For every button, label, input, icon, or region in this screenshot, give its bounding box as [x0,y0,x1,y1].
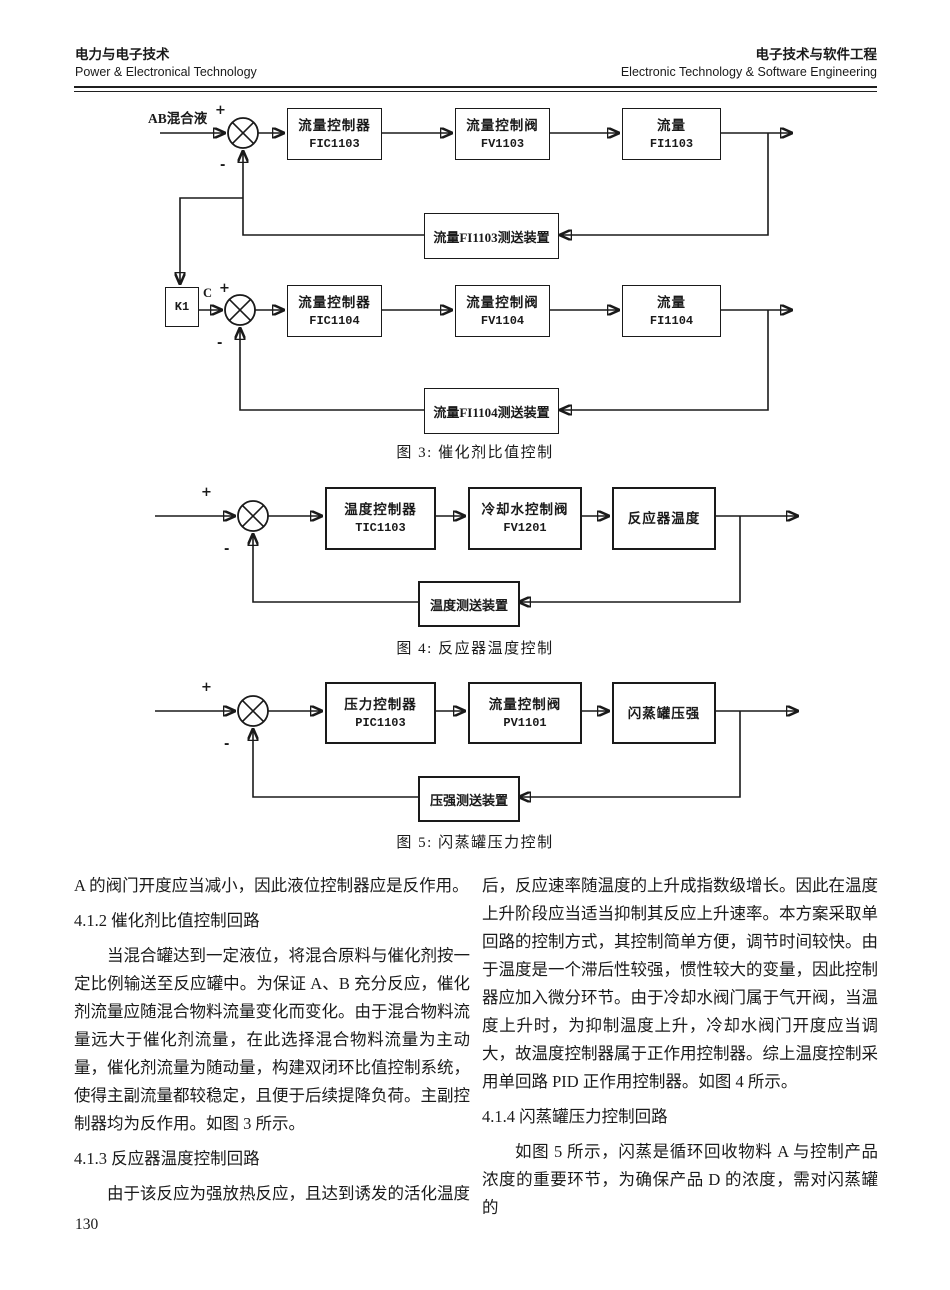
block-label: 温度控制器 [344,502,417,517]
fig3-feedback-device-block-1: 流量FI1103测送装置 [424,213,559,259]
fig3-signal-c-label: C [203,286,213,300]
header-double-rule [74,86,877,92]
fig3-flow-process-block-2: 流量 FI1104 [622,285,721,337]
feedback-label: 流量FI1104测送装置 [433,404,550,420]
fig3-row1-minus-sign: - [220,158,226,173]
page-number: 130 [75,1216,99,1233]
block-label: 流量 [657,117,686,133]
figure5-caption: 图 5: 闪蒸罐压力控制 [396,835,554,851]
block-tag: TIC1103 [355,521,406,535]
block-tag: FV1104 [480,313,525,328]
header-right: 电子技术与软件工程 Electronic Technology & Softwa… [621,46,877,81]
block-label: 流量控制器 [298,117,371,133]
block-tag: FV1103 [480,136,525,151]
fig4-minus-sign: - [224,542,230,557]
block-label: 闪蒸罐压强 [627,705,701,721]
block-label: 流量 [657,294,686,310]
fig3-flow-controller-block: 流量控制器 FIC1103 [287,108,382,160]
block-label: 流量控制阀 [488,696,562,712]
paragraph-4-1-2: 当混合罐达到一定液位，将混合原料与催化剂按一定比例输送至反应罐中。为保证 A、B… [74,946,470,1133]
fig4-summing-junction [237,500,269,532]
fig3-row2-plus-sign: + [219,281,230,296]
fig4-temperature-feedback-block: 温度测送装置 [418,581,520,627]
block-tag: FIC1103 [309,136,360,151]
fig3-input-label: AB混合液 [148,111,208,126]
fig3-summing-junction-2 [224,294,256,326]
journal-title-cn-left: 电力与电子技术 [75,47,170,62]
fig5-flash-tank-pressure-block: 闪蒸罐压强 [612,682,716,744]
journal-title-en-left: Power & Electronical Technology [75,65,257,79]
figure5-pressure-control-diagram [155,695,880,833]
fig5-summing-junction [237,695,269,727]
fig4-lines [155,516,798,602]
block-label: 流量控制阀 [466,117,539,133]
fig5-plus-sign: + [201,680,212,695]
fig3-flow-valve-block-2: 流量控制阀 FV1104 [455,285,550,337]
fig3-row1-plus-sign: + [215,103,226,118]
fig3-row1-lines [160,133,792,284]
block-tag: PV1101 [503,715,547,730]
section-heading-4-1-2: 4.1.2 催化剂比值控制回路 [74,911,260,930]
fig3-row2-lines [197,310,792,410]
body-left-column: A 的阀门开度应当减小，因此液位控制器应是反作用。 4.1.2 催化剂比值控制回… [74,872,470,1208]
figure3-caption: 图 3: 催化剂比值控制 [396,445,554,461]
block-tag: K1 [174,299,190,314]
feedback-label: 温度测送装置 [429,597,508,613]
section-heading-4-1-4: 4.1.4 闪蒸罐压力控制回路 [482,1107,668,1126]
paragraph-4-1-3: 由于该反应为强放热反应，且达到诱发的活化温度 [107,1184,470,1203]
block-tag: PIC1103 [355,715,406,730]
body-right-column: 后，反应速率随温度的上升成指数级增长。因此在温度上升阶段应当适当抑制其反应上升速… [482,872,878,1222]
fig3-feedback-device-block-2: 流量FI1104测送装置 [424,388,559,434]
block-label: 冷却水控制阀 [481,502,569,517]
fig3-flow-controller-block-2: 流量控制器 FIC1104 [287,285,382,337]
paragraph-4-1-4: 如图 5 所示，闪蒸是循环回收物料 A 与控制产品浓度的重要环节，为确保产品 D… [482,1142,878,1217]
fig5-lines [155,711,798,797]
fig5-pressure-feedback-block: 压强测送装置 [418,776,520,822]
fig3-flow-process-block: 流量 FI1103 [622,108,721,160]
fig5-flow-valve-block: 流量控制阀 PV1101 [468,682,582,744]
paragraph-4-1-3-continuation: 后，反应速率随温度的上升成指数级增长。因此在温度上升阶段应当适当抑制其反应上升速… [482,876,878,1091]
fig4-cooling-water-valve-block: 冷却水控制阀 FV1201 [468,487,582,550]
fig3-summing-junction-1 [227,117,259,149]
section-heading-4-1-3: 4.1.3 反应器温度控制回路 [74,1149,260,1168]
fig4-reactor-temperature-block: 反应器温度 [612,487,716,550]
block-label: 流量控制阀 [466,294,539,310]
figure4-caption: 图 4: 反应器温度控制 [396,641,554,657]
fig5-pressure-controller-block: 压力控制器 PIC1103 [325,682,436,744]
block-tag: FI1104 [649,313,694,328]
block-tag: FIC1104 [309,313,360,328]
journal-title-en-right: Electronic Technology & Software Enginee… [620,65,877,79]
figure4-temperature-control-diagram [155,500,880,638]
header-left: 电力与电子技术 Power & Electronical Technology [75,46,257,81]
figure3-ratio-control-diagram [160,117,880,445]
fig3-flow-valve-block: 流量控制阀 FV1103 [455,108,550,160]
fig3-row2-minus-sign: - [217,336,223,351]
fig4-plus-sign: + [201,485,212,500]
block-tag: FI1103 [649,136,694,151]
paragraph-continuation: A 的阀门开度应当减小，因此液位控制器应是反作用。 [74,876,469,895]
fig4-temperature-controller-block: 温度控制器 TIC1103 [325,487,436,550]
block-label: 反应器温度 [627,511,701,526]
block-label: 压力控制器 [344,696,417,712]
fig5-minus-sign: - [224,737,230,752]
journal-title-cn-right: 电子技术与软件工程 [755,47,878,62]
block-tag: FV1201 [503,521,547,535]
feedback-label: 压强测送装置 [429,792,508,808]
block-label: 流量控制器 [298,294,371,310]
feedback-label: 流量FI1103测送装置 [433,229,550,245]
fig3-ratio-k1-block: K1 [165,287,199,327]
